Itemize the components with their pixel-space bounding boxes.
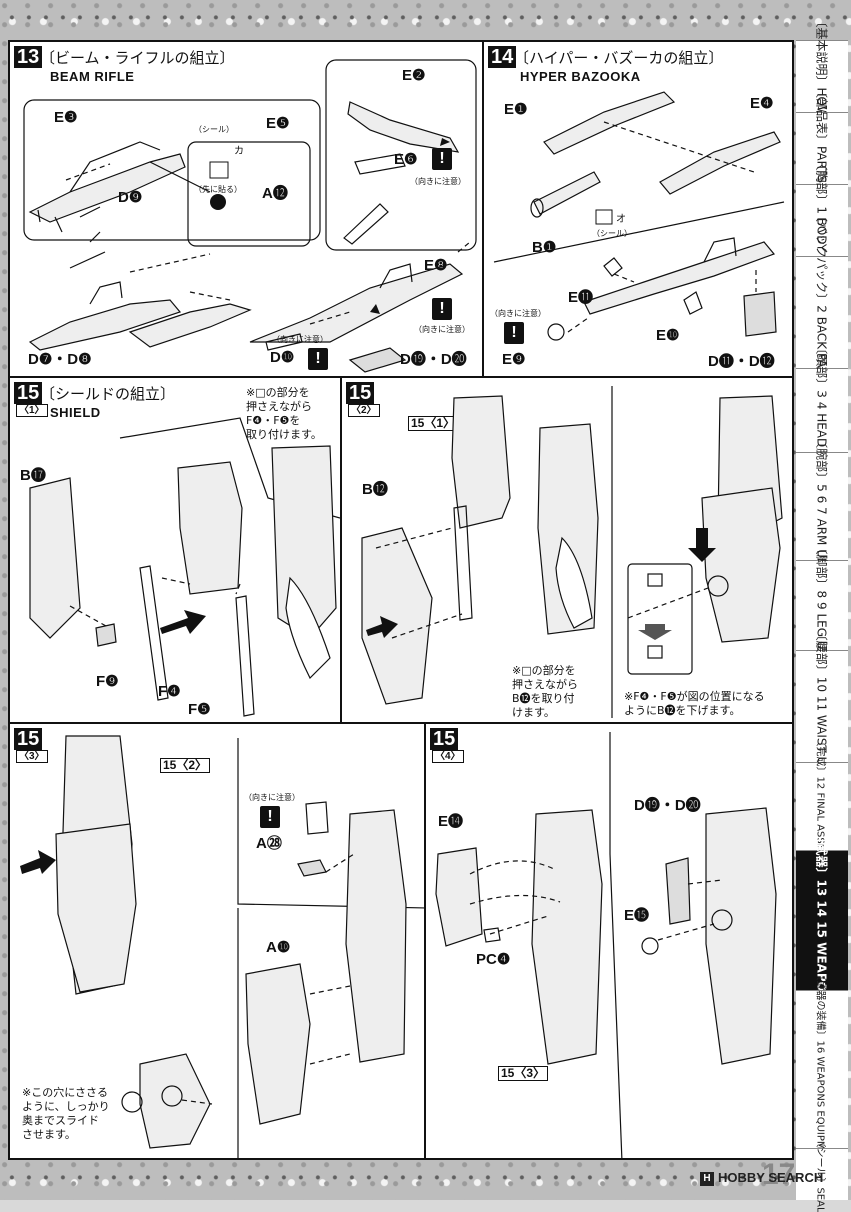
step-title-en: SHIELD (50, 405, 101, 420)
stick-first-note: （先に貼る） (194, 185, 242, 194)
seal-label: （シール） (592, 229, 632, 238)
index-tab-how-to[interactable]: 〔基本説明〕HOW TO (796, 15, 848, 138)
step-15-3-panel: 15 〈3〉 15〈2〉 （向きに注意） ! A㉘ A❿ ※この穴にささる よう… (8, 722, 426, 1160)
shield-step3-illustration (20, 735, 424, 1158)
caution-icon: ! (308, 348, 328, 370)
part-label: E⓯ (624, 907, 650, 924)
orientation-note: （向きに注意） (414, 325, 470, 334)
step-reference: 15〈2〉 (160, 758, 211, 773)
hobby-search-logo-icon: H (700, 1171, 714, 1186)
index-tab-weapons-equipment[interactable]: 〔武器の装備〕16 WEAPONS EQUIPMENT (796, 970, 848, 1169)
part-label: E❶ (504, 101, 528, 118)
step-number: 15 (14, 728, 43, 750)
step-15-4-panel: 15 〈4〉 15〈3〉 E⓮ PC❹ D⓳・D⓴ E⓯ (424, 722, 794, 1160)
part-label: A㉘ (256, 835, 282, 852)
part-label: E❷ (402, 67, 426, 84)
step-title-jp: 〔シールドの組立〕 (40, 385, 176, 403)
substep-number: 〈1〉 (16, 404, 48, 417)
part-label: B⓬ (362, 481, 388, 498)
index-tab-waist-unit[interactable]: 〔腰部〕10 11 WAIST UNIT (796, 628, 848, 785)
part-label: E❹ (750, 95, 774, 112)
assembly-note: ※F❹・F❺が図の位置になる ようにB⓬を下げます。 (624, 690, 765, 717)
part-label: E❿ (656, 327, 680, 344)
part-label: E❽ (424, 257, 448, 274)
caution-icon: ! (504, 322, 524, 344)
part-label: D❼・D❽ (28, 351, 92, 368)
caution-icon: ! (432, 148, 452, 170)
part-label: E❺ (266, 115, 290, 132)
substep-number: 〈4〉 (432, 750, 464, 763)
part-label: D⓫・D⓬ (708, 353, 775, 370)
step-14-panel: 14 〔ハイパー・バズーカの組立〕 HYPER BAZOOKA E❶ E❹ B❶… (482, 40, 794, 378)
caution-icon: ! (260, 806, 280, 828)
shield-step1-illustration (29, 417, 340, 717)
substep-number: 〈2〉 (348, 404, 380, 417)
index-tab-leg-unit[interactable]: 〔脚部〕8 9 LEG UNIT (796, 542, 848, 669)
step-15-2-panel: 15 〈2〉 15〈1〉 B⓬ ※□の部分を 押さえながら B⓬を取り付 けます… (340, 376, 794, 724)
part-label: PC❹ (476, 951, 511, 968)
part-label: F❺ (188, 701, 211, 718)
step-13-panel: 13 〔ビーム・ライフルの組立〕 BEAM RIFLE (8, 40, 484, 378)
part-label: D⓳・D⓴ (400, 351, 467, 368)
part-label: B⓱ (20, 467, 46, 484)
index-tab-body-unit[interactable]: 〔胸部〕1 BODY UNIT (796, 158, 848, 283)
step-number: 13 (14, 46, 43, 68)
step-number: 15 (14, 382, 43, 404)
assembly-note: ※この穴にささる ように、しっかり 奥までスライド させます。 (22, 1086, 110, 1141)
step-reference: 15〈3〉 (498, 1066, 549, 1081)
step-title-en: BEAM RIFLE (50, 69, 135, 84)
part-label: B❶ (532, 239, 557, 256)
caution-icon: ! (432, 298, 452, 320)
index-tab-back-pack-unit[interactable]: 〔バックパック〕2 BACK PACK UNIT (796, 209, 848, 416)
index-tab-parts-list[interactable]: 〔部品表〕PARTS LIST (796, 85, 848, 212)
seal-label: （シール） (194, 125, 234, 134)
part-label: E❾ (502, 351, 526, 368)
step-number: 15 (430, 728, 459, 750)
part-label: F❾ (96, 673, 119, 690)
step-number: 14 (488, 46, 517, 68)
part-label: E⓫ (568, 289, 594, 306)
part-label: D⓳・D⓴ (634, 797, 701, 814)
part-label: E⓮ (438, 813, 464, 830)
page-number: 17 (762, 1158, 796, 1191)
beam-rifle-illustration (23, 59, 477, 373)
orientation-note: （向きに注意） (244, 793, 300, 802)
index-tab-final-assemble[interactable]: 〔完成〕12 FINAL ASSEMBLE (796, 736, 848, 877)
part-label: E❸ (54, 109, 78, 126)
part-label: A❿ (266, 939, 291, 956)
orientation-note: （向きに注意） (272, 335, 328, 344)
index-tab-seal[interactable]: 〔シール〕SEAL (796, 1137, 848, 1212)
step-number: 15 (346, 382, 375, 404)
step-title-jp: 〔ビーム・ライフルの組立〕 (40, 49, 235, 67)
hyper-bazooka-illustration (493, 91, 785, 341)
shield-step2-illustration (361, 386, 783, 718)
orientation-note: （向きに注意） (490, 309, 546, 318)
orientation-note: （向きに注意） (410, 177, 466, 186)
seal-letter: オ (616, 214, 626, 225)
part-label: F❹ (158, 683, 181, 700)
substep-number: 〈3〉 (16, 750, 48, 763)
part-label: D❾ (118, 189, 143, 206)
assembly-note: ※□の部分を 押さえながら B⓬を取り付 けます。 (512, 664, 578, 719)
index-tab-arm-unit[interactable]: 〔腕部〕5 6 7 ARM UNIT (796, 436, 848, 577)
part-label: A⓬ (262, 185, 288, 202)
step-title-en: HYPER BAZOOKA (520, 69, 641, 84)
seal-letter: カ (234, 146, 244, 157)
shield-step4-illustration (435, 732, 777, 1158)
assembly-note: ※□の部分を 押さえながら F❹・F❺を 取り付けます。 (246, 386, 322, 441)
part-label: E❻ (394, 151, 418, 168)
index-tab-weapons[interactable]: 〔武器〕13 14 15 WEAPONS (796, 831, 848, 1010)
step-title-jp: 〔ハイパー・バズーカの組立〕 (514, 49, 724, 67)
step-15-1-panel: 15 〈1〉 〔シールドの組立〕 SHIELD B⓱ F❾ F❹ F❺ ※□の部… (8, 376, 342, 724)
part-label: D❿ (270, 349, 295, 366)
index-tab-head-unit[interactable]: 〔頭部〕3 4 HEAD UNIT (796, 342, 848, 479)
